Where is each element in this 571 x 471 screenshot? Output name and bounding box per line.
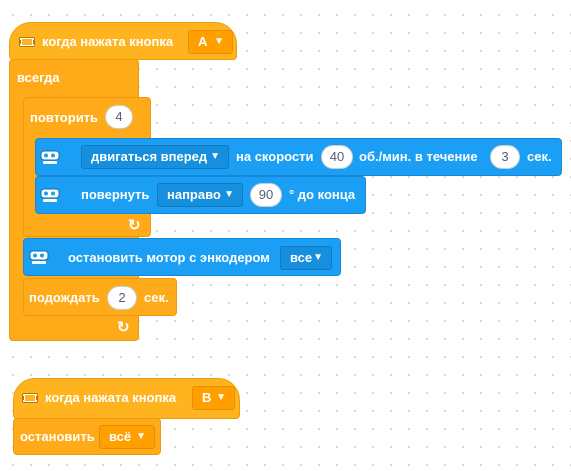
- wait-label: подождать: [29, 290, 100, 305]
- hat-button-dropdown[interactable]: A ▼: [188, 30, 233, 54]
- stop-motor-target-dropdown[interactable]: все ▼: [280, 246, 332, 270]
- turn-direction-value: направо: [167, 187, 221, 202]
- stop-target-dropdown[interactable]: всё ▼: [99, 425, 155, 449]
- move-direction-dropdown[interactable]: двигаться вперед ▼: [81, 145, 229, 169]
- stop-target-value: всё: [109, 429, 132, 444]
- caret-down-icon: ▼: [216, 392, 226, 403]
- to-end-label: ° до конца: [289, 187, 356, 202]
- repeat-count-input[interactable]: 4: [105, 105, 133, 129]
- hat-label: когда нажата кнопка: [42, 34, 174, 49]
- stop-label: остановить: [20, 429, 95, 444]
- wait-sec-label: сек.: [144, 290, 169, 305]
- brain-flag-icon: [19, 37, 35, 47]
- caret-down-icon: ▼: [214, 36, 224, 47]
- degrees-input[interactable]: 90: [250, 183, 282, 207]
- stop-motor-label: остановить мотор с энкодером: [68, 250, 270, 265]
- hat-label: когда нажата кнопка: [45, 390, 177, 405]
- move-direction-value: двигаться вперед: [91, 149, 208, 164]
- rpm-for-label: об./мин. в течение: [359, 149, 478, 164]
- at-speed-label: на скорости: [236, 149, 314, 164]
- speed-input[interactable]: 40: [321, 145, 353, 169]
- sec-label: сек.: [527, 149, 552, 164]
- hat-button-dropdown[interactable]: B ▼: [192, 386, 235, 410]
- caret-down-icon: ▼: [136, 431, 146, 442]
- loop-arrow-icon: ↻: [117, 319, 130, 336]
- caret-down-icon: ▼: [210, 151, 220, 162]
- stop-motor-target-value: все: [290, 250, 313, 265]
- forever-label: всегда: [17, 70, 60, 85]
- motor-icon: [40, 150, 60, 164]
- caret-down-icon: ▼: [224, 189, 234, 200]
- duration-input[interactable]: 3: [490, 145, 520, 169]
- repeat-label: повторить: [30, 110, 99, 125]
- turn-direction-dropdown[interactable]: направо ▼: [157, 183, 243, 207]
- turn-label: повернуть: [81, 187, 150, 202]
- motor-icon: [29, 250, 49, 264]
- hat-button-value: B: [202, 390, 212, 405]
- brain-flag-icon: [22, 393, 38, 403]
- hat-button-value: A: [198, 34, 208, 49]
- motor-icon: [40, 188, 60, 202]
- wait-block[interactable]: [23, 278, 177, 316]
- wait-seconds-input[interactable]: 2: [107, 286, 137, 310]
- caret-down-icon: ▼: [313, 252, 323, 263]
- loop-arrow-icon: ↻: [128, 217, 141, 234]
